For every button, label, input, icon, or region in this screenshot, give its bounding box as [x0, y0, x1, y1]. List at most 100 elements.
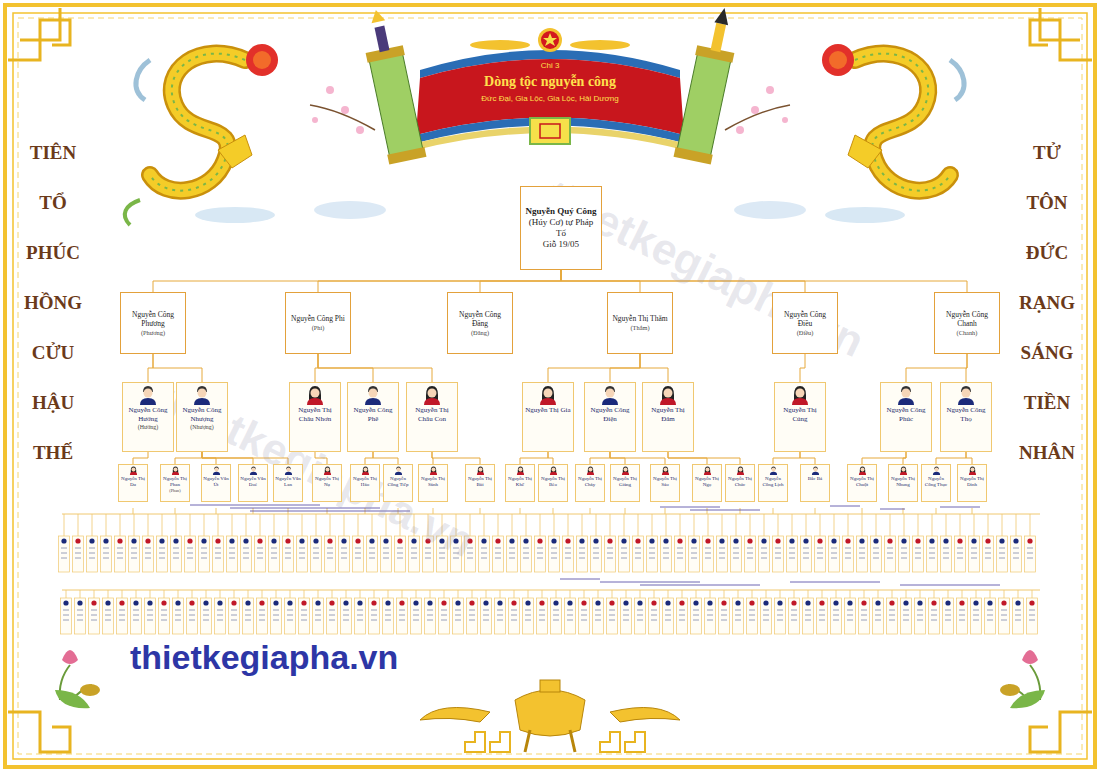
card-avatar — [173, 538, 178, 543]
card-frame — [145, 598, 156, 634]
person-card: Nguyễn Thị Dinh — [957, 464, 987, 502]
branch-line — [920, 590, 921, 598]
person-card: Nguyễn Thị Cúng — [774, 382, 826, 452]
card-avatar — [61, 538, 66, 543]
small-person-card — [565, 598, 576, 634]
card-avatar — [245, 600, 250, 605]
card-frame — [983, 536, 994, 572]
card-mark — [551, 548, 557, 549]
card-avatar — [943, 538, 948, 543]
card-mark — [691, 548, 697, 549]
card-mark — [313, 553, 319, 554]
card-mark — [397, 553, 403, 554]
card-mark — [875, 610, 881, 611]
avatar-icon — [129, 466, 138, 475]
card-avatar — [231, 600, 236, 605]
card-avatar — [285, 538, 290, 543]
card-mark — [509, 553, 515, 554]
small-person-card — [983, 536, 994, 572]
person-box: Nguyễn Công Phi(Phi) — [285, 292, 351, 354]
small-person-card — [381, 536, 392, 572]
branch-line — [972, 508, 973, 514]
branch-line — [1032, 590, 1033, 598]
branch-line — [962, 590, 963, 598]
card-mark — [301, 615, 307, 616]
branch-line — [192, 590, 193, 598]
card-mark — [1029, 615, 1035, 616]
person-card: Nguyễn Văn Lan — [273, 464, 303, 502]
card-mark — [903, 610, 909, 611]
small-person-card — [999, 598, 1010, 634]
card-mark — [677, 558, 683, 559]
card-mark — [441, 620, 447, 621]
card-mark — [719, 558, 725, 559]
avatar-head — [902, 389, 911, 398]
card-mark — [497, 620, 503, 621]
card-mark — [355, 548, 361, 549]
card-mark — [187, 558, 193, 559]
card-mark — [691, 553, 697, 554]
card-avatar — [637, 600, 642, 605]
card-mark — [271, 558, 277, 559]
small-person-card — [759, 536, 770, 572]
card-mark — [273, 615, 279, 616]
small-person-card — [299, 598, 310, 634]
card-mark — [131, 553, 137, 554]
avatar-icon — [736, 466, 745, 475]
avatar-icon — [171, 466, 180, 475]
card-frame — [761, 598, 772, 634]
card-frame — [999, 598, 1010, 634]
card-mark — [285, 553, 291, 554]
card-avatar — [789, 538, 794, 543]
card-avatar — [665, 600, 670, 605]
card-frame — [199, 536, 210, 572]
card-mark — [763, 620, 769, 621]
card-mark — [735, 615, 741, 616]
card-mark — [357, 615, 363, 616]
card-avatar — [455, 600, 460, 605]
branch-line — [690, 510, 760, 511]
card-mark — [873, 553, 879, 554]
card-avatar — [705, 538, 710, 543]
card-avatar — [343, 600, 348, 605]
card-avatar — [1027, 538, 1032, 543]
card-frame — [985, 598, 996, 634]
card-mark — [341, 553, 347, 554]
branch-line — [148, 514, 149, 536]
tree-connector — [610, 354, 640, 382]
card-frame — [831, 598, 842, 634]
card-frame — [677, 598, 688, 634]
small-person-card — [1027, 598, 1038, 634]
person-note: (Hướng) — [138, 423, 159, 432]
tree-connector — [318, 354, 432, 382]
card-frame — [87, 536, 98, 572]
card-frame — [383, 598, 394, 634]
card-mark — [215, 548, 221, 549]
card-mark — [287, 620, 293, 621]
avatar-head — [623, 468, 627, 472]
person-card: Nguyễn Công Phúc — [880, 382, 932, 452]
card-avatar — [761, 538, 766, 543]
person-card: Nguyễn Thị Du — [118, 464, 148, 502]
card-mark — [483, 615, 489, 616]
small-person-card — [467, 598, 478, 634]
small-person-card — [859, 598, 870, 634]
small-person-card — [185, 536, 196, 572]
avatar-head — [431, 468, 435, 472]
card-frame — [787, 536, 798, 572]
card-frame — [607, 598, 618, 634]
card-mark — [119, 620, 125, 621]
card-mark — [133, 610, 139, 611]
card-frame — [775, 598, 786, 634]
card-mark — [425, 558, 431, 559]
card-frame — [633, 536, 644, 572]
card-avatar — [819, 600, 824, 605]
branch-line — [696, 590, 697, 598]
branch-line — [988, 514, 989, 536]
card-mark — [299, 553, 305, 554]
small-person-card — [957, 598, 968, 634]
card-mark — [859, 548, 865, 549]
card-frame — [89, 598, 100, 634]
small-person-card — [159, 598, 170, 634]
card-mark — [341, 548, 347, 549]
